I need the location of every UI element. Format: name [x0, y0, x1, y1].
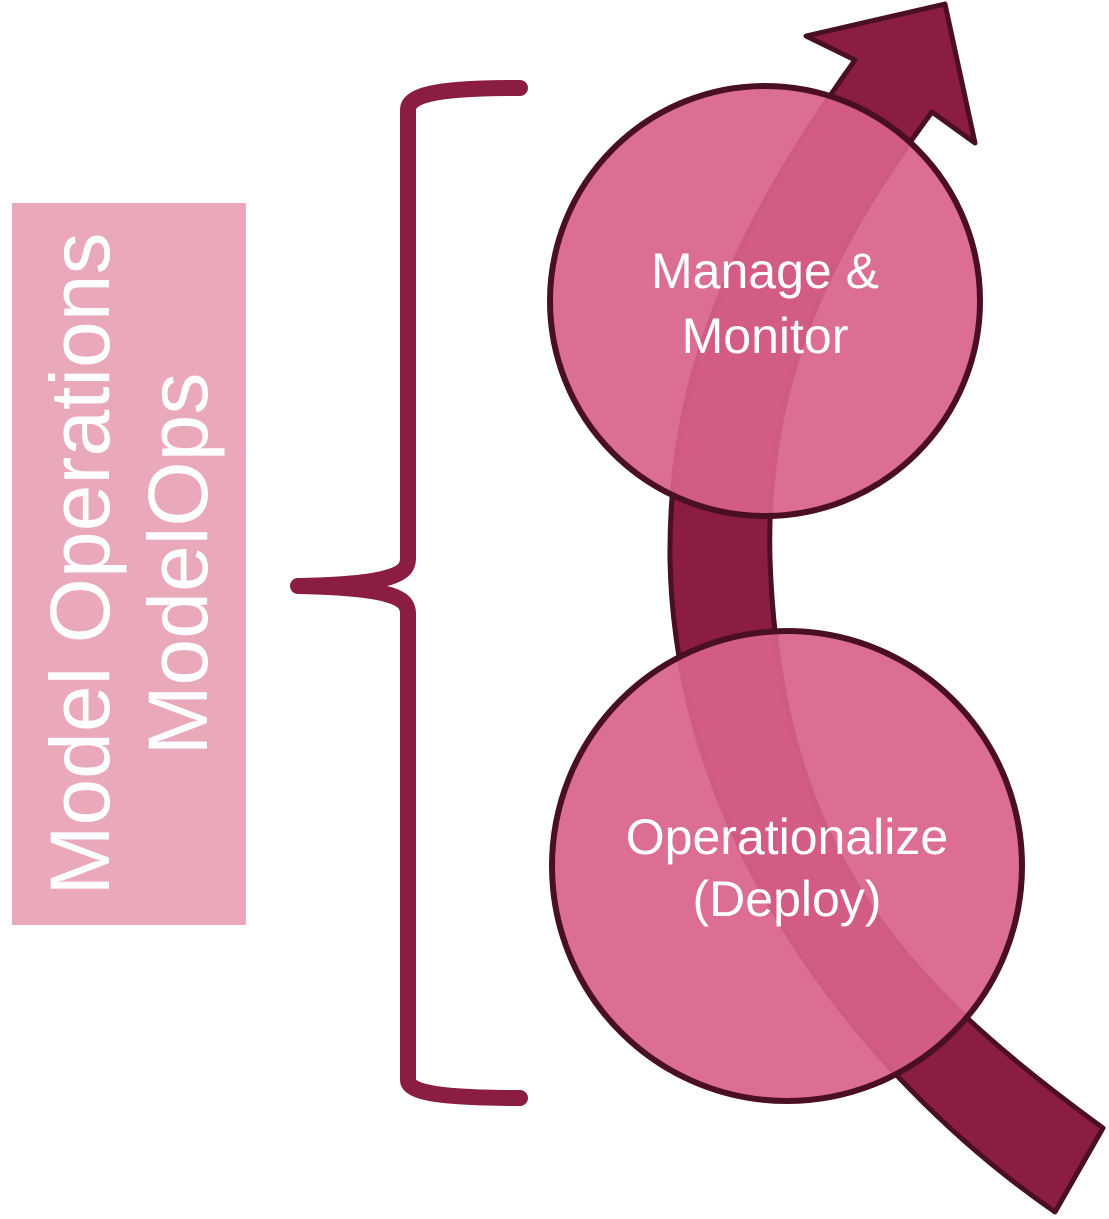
manage-monitor-line1: Manage & — [651, 243, 879, 299]
curly-brace — [290, 80, 528, 1106]
modelops-label-box: Model Operations ModelOps — [12, 203, 246, 925]
operationalize-line2: (Deploy) — [693, 871, 882, 927]
manage-monitor-circle — [547, 83, 983, 519]
operationalize-circle — [549, 628, 1025, 1104]
manage-monitor-line2: Monitor — [682, 308, 849, 364]
operationalize-line1: Operationalize — [626, 809, 948, 865]
